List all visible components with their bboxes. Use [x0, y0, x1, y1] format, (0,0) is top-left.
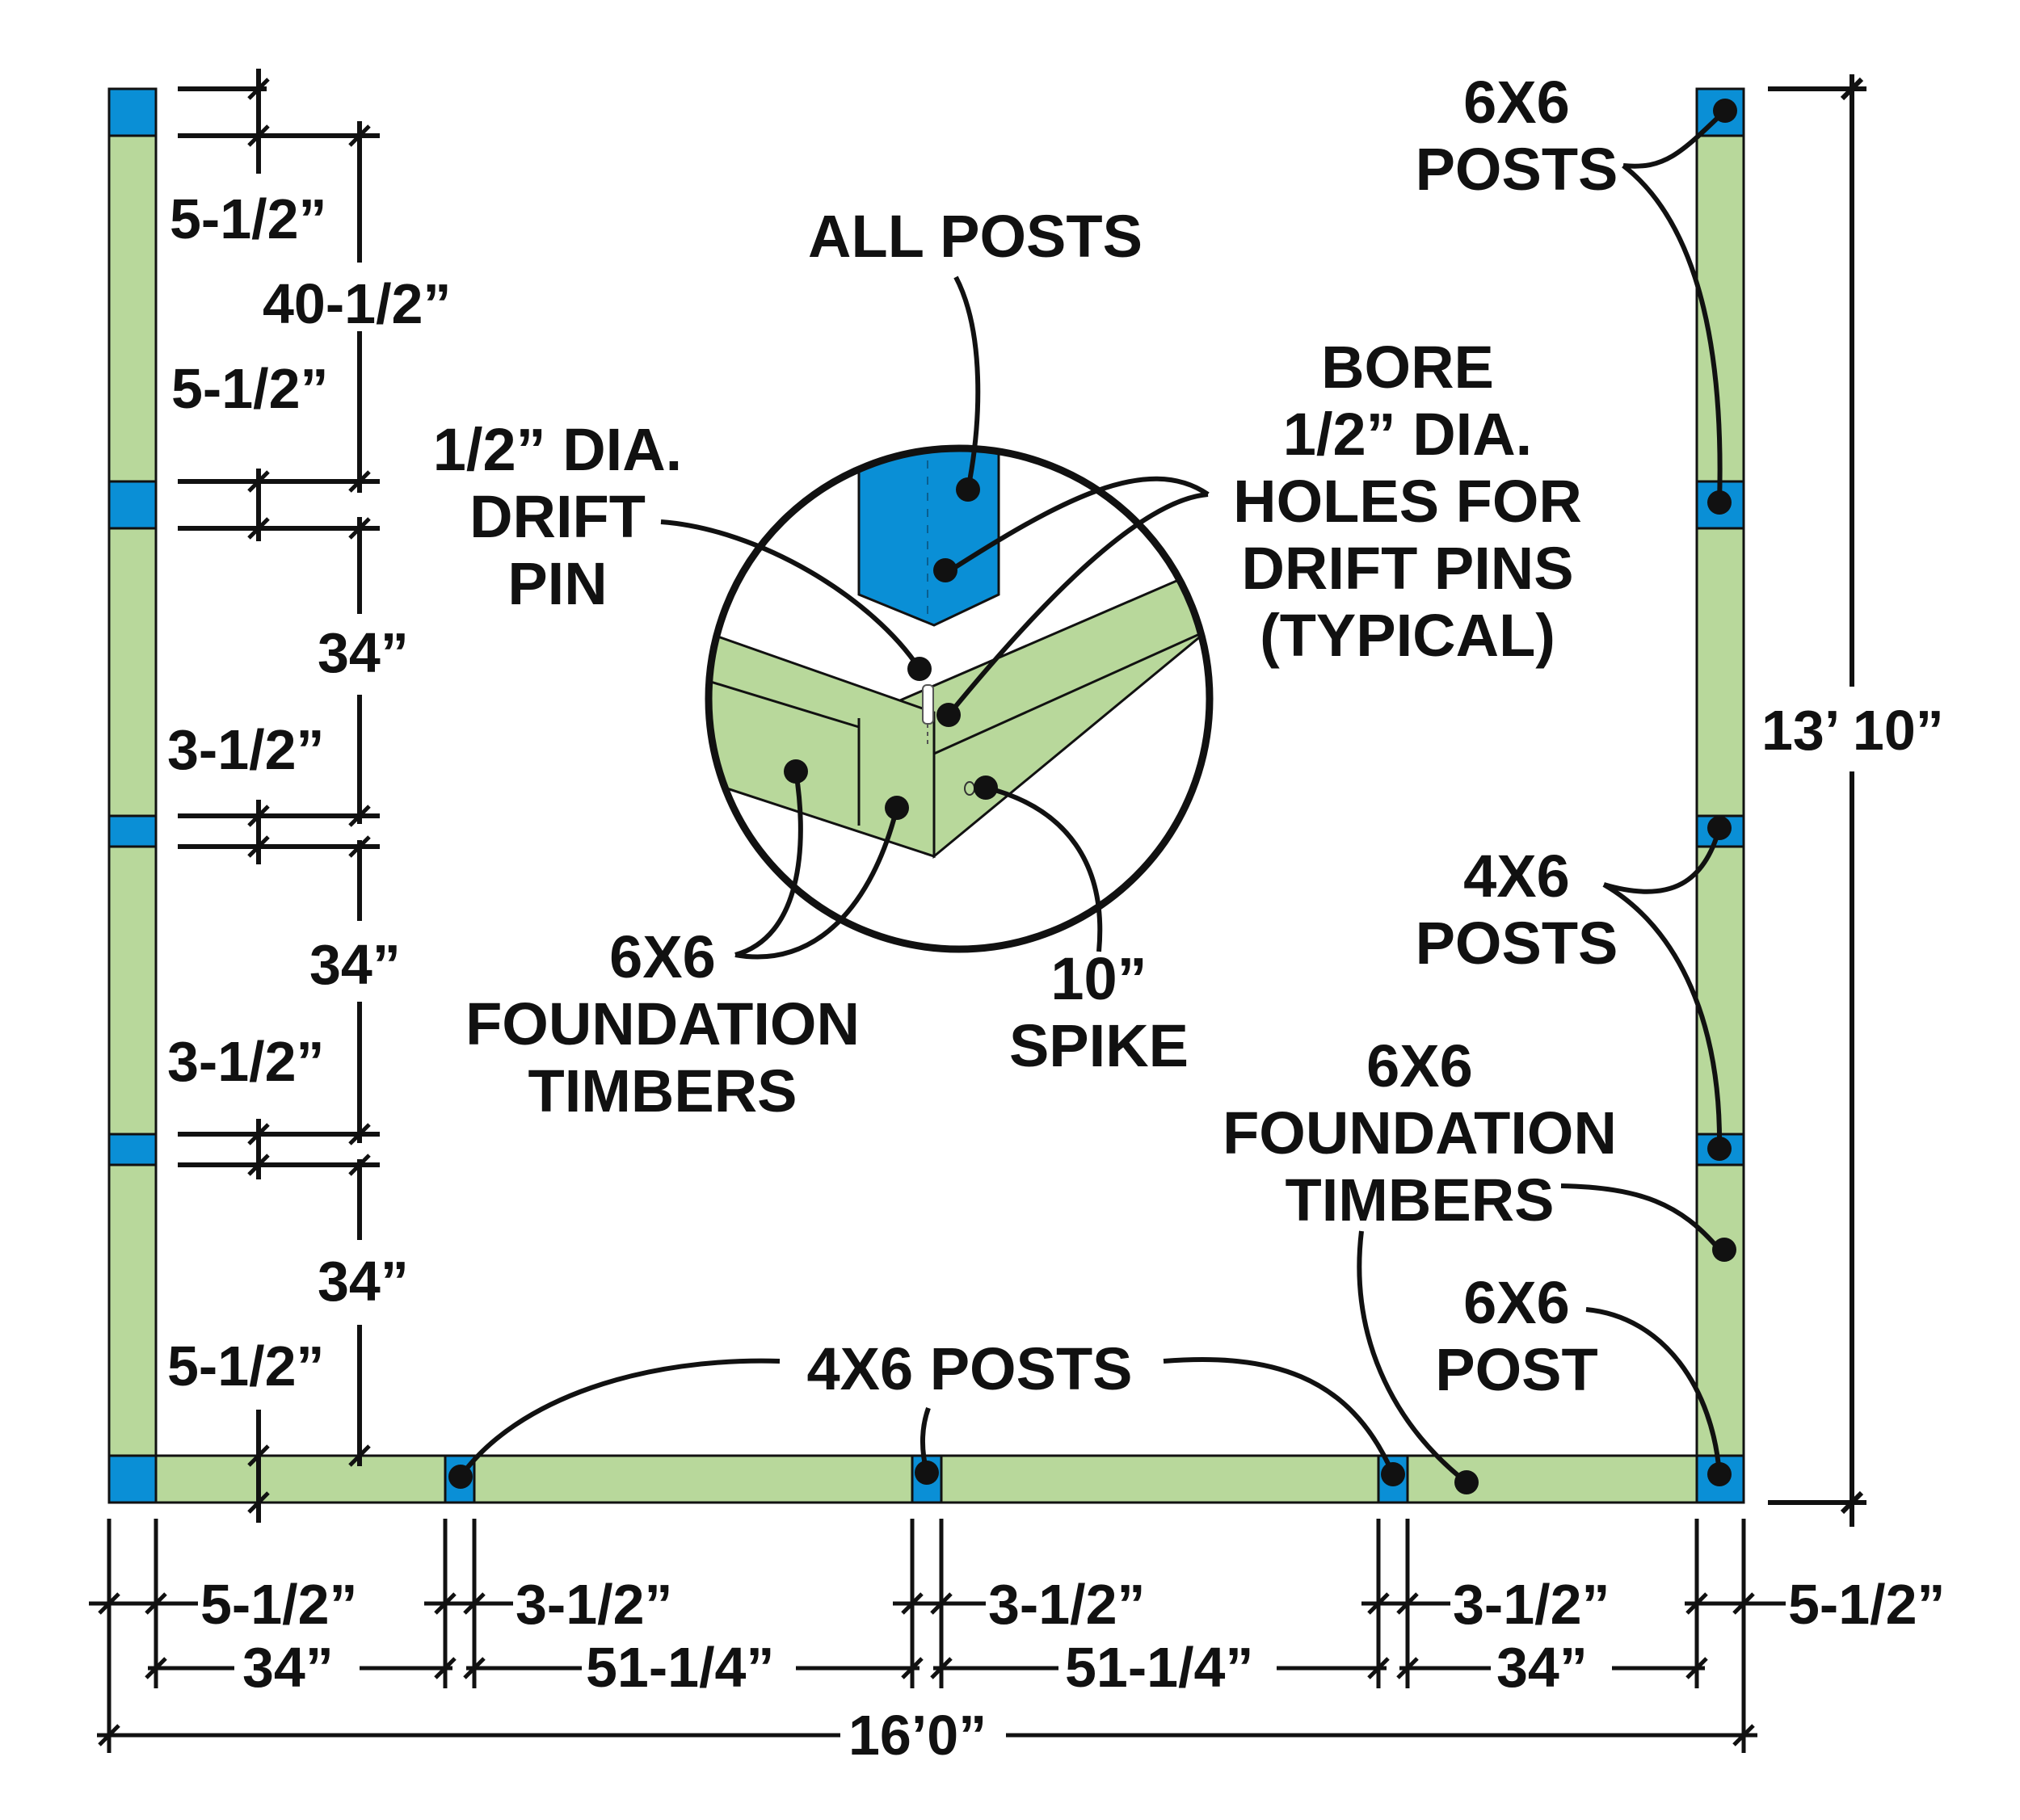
dim-bottom-3-1-2-c: 3-1/2” — [1453, 1573, 1610, 1636]
label-right-timbers-1: 6X6 — [1366, 1032, 1473, 1099]
label-detail-timbers-1: 6X6 — [609, 923, 716, 990]
label-bore-3: HOLES FOR — [1233, 468, 1582, 535]
bottom-dimension-ticks — [98, 1592, 1755, 1746]
left-dimension-ticks — [247, 78, 371, 1514]
label-all-posts: ALL POSTS — [808, 203, 1143, 270]
callout-dots — [448, 99, 1737, 1494]
dim-overall-height: 13’ 10” — [1761, 699, 1944, 762]
dim-overall-width: 16’0” — [848, 1704, 987, 1767]
label-spike-1: 10” — [1050, 945, 1147, 1012]
label-bore-5: (TYPICAL) — [1260, 602, 1555, 669]
label-spike-2: SPIKE — [1009, 1012, 1189, 1079]
label-right-6x6-post-1: 6X6 — [1463, 1269, 1570, 1336]
right-timber — [1695, 87, 1745, 1504]
dim-left-34-b: 34” — [309, 933, 401, 996]
label-right-6x6-posts-2: POSTS — [1416, 136, 1618, 203]
label-bore-2: 1/2” DIA. — [1283, 401, 1532, 468]
label-bore-1: BORE — [1321, 334, 1494, 401]
label-detail-timbers-2: FOUNDATION — [465, 990, 860, 1057]
left-dimension-lines — [178, 69, 380, 1523]
callout-labels: ALL POSTS 1/2” DIA. DRIFT PIN BORE 1/2” … — [433, 69, 1618, 1403]
label-drift-pin-1: 1/2” DIA. — [433, 416, 682, 483]
dim-bottom-34-right: 34” — [1496, 1636, 1588, 1699]
dim-left-5-1-2-second: 5-1/2” — [171, 357, 329, 420]
dim-left-5-1-2-bottom: 5-1/2” — [167, 1335, 325, 1398]
label-right-timbers-3: TIMBERS — [1286, 1166, 1555, 1234]
dim-left-3-1-2-b: 3-1/2” — [167, 1030, 325, 1093]
label-right-4x6-posts-2: POSTS — [1416, 910, 1618, 977]
callout-leaders — [458, 108, 1728, 1485]
dim-left-34-c: 34” — [318, 1250, 409, 1313]
label-drift-pin-2: DRIFT — [469, 483, 646, 550]
dim-left-5-1-2-top: 5-1/2” — [170, 187, 327, 250]
corner-detail — [705, 444, 1214, 953]
left-dimension-text: 5-1/2” 40-1/2” 5-1/2” 34” 3-1/2” 34” 3-1… — [167, 187, 451, 1398]
dim-bottom-51-1-4-b: 51-1/4” — [1065, 1636, 1253, 1699]
post-6x6-left-top — [107, 87, 158, 137]
dim-bottom-51-1-4-a: 51-1/4” — [586, 1636, 774, 1699]
bottom-dimension-lines — [89, 1519, 1786, 1753]
dim-bottom-34-left: 34” — [242, 1636, 334, 1699]
label-right-6x6-posts-1: 6X6 — [1463, 69, 1570, 136]
bottom-dimension-text: 5-1/2” 3-1/2” 3-1/2” 3-1/2” 5-1/2” 34” 5… — [200, 1573, 1946, 1767]
post-6x6-left-bottom — [107, 1454, 158, 1504]
left-timber — [107, 87, 158, 1504]
dim-bottom-5-1-2-left: 5-1/2” — [200, 1573, 358, 1636]
drift-pin — [922, 684, 934, 725]
dim-left-3-1-2-a: 3-1/2” — [167, 718, 325, 781]
dim-bottom-5-1-2-right: 5-1/2” — [1788, 1573, 1946, 1636]
dim-bottom-3-1-2-a: 3-1/2” — [516, 1573, 673, 1636]
label-right-4x6-posts-1: 4X6 — [1463, 843, 1570, 910]
label-drift-pin-3: PIN — [507, 550, 607, 617]
label-bottom-4x6-posts: 4X6 POSTS — [806, 1335, 1132, 1402]
label-right-6x6-post-2: POST — [1435, 1336, 1597, 1403]
label-right-timbers-2: FOUNDATION — [1223, 1099, 1617, 1166]
label-bore-4: DRIFT PINS — [1241, 535, 1573, 602]
posts — [107, 87, 1745, 1504]
dim-left-40-1-2: 40-1/2” — [263, 272, 451, 335]
dim-left-34-a: 34” — [318, 621, 409, 684]
right-height-dimension — [1768, 74, 1866, 1527]
dim-bottom-3-1-2-b: 3-1/2” — [988, 1573, 1146, 1636]
post-4x6-left-1 — [107, 480, 158, 530]
post-4x6-left-2 — [107, 814, 158, 848]
post-4x6-left-3 — [107, 1133, 158, 1166]
label-detail-timbers-3: TIMBERS — [528, 1057, 797, 1124]
detail-post — [857, 448, 1000, 627]
detail-timber-left — [709, 626, 936, 859]
